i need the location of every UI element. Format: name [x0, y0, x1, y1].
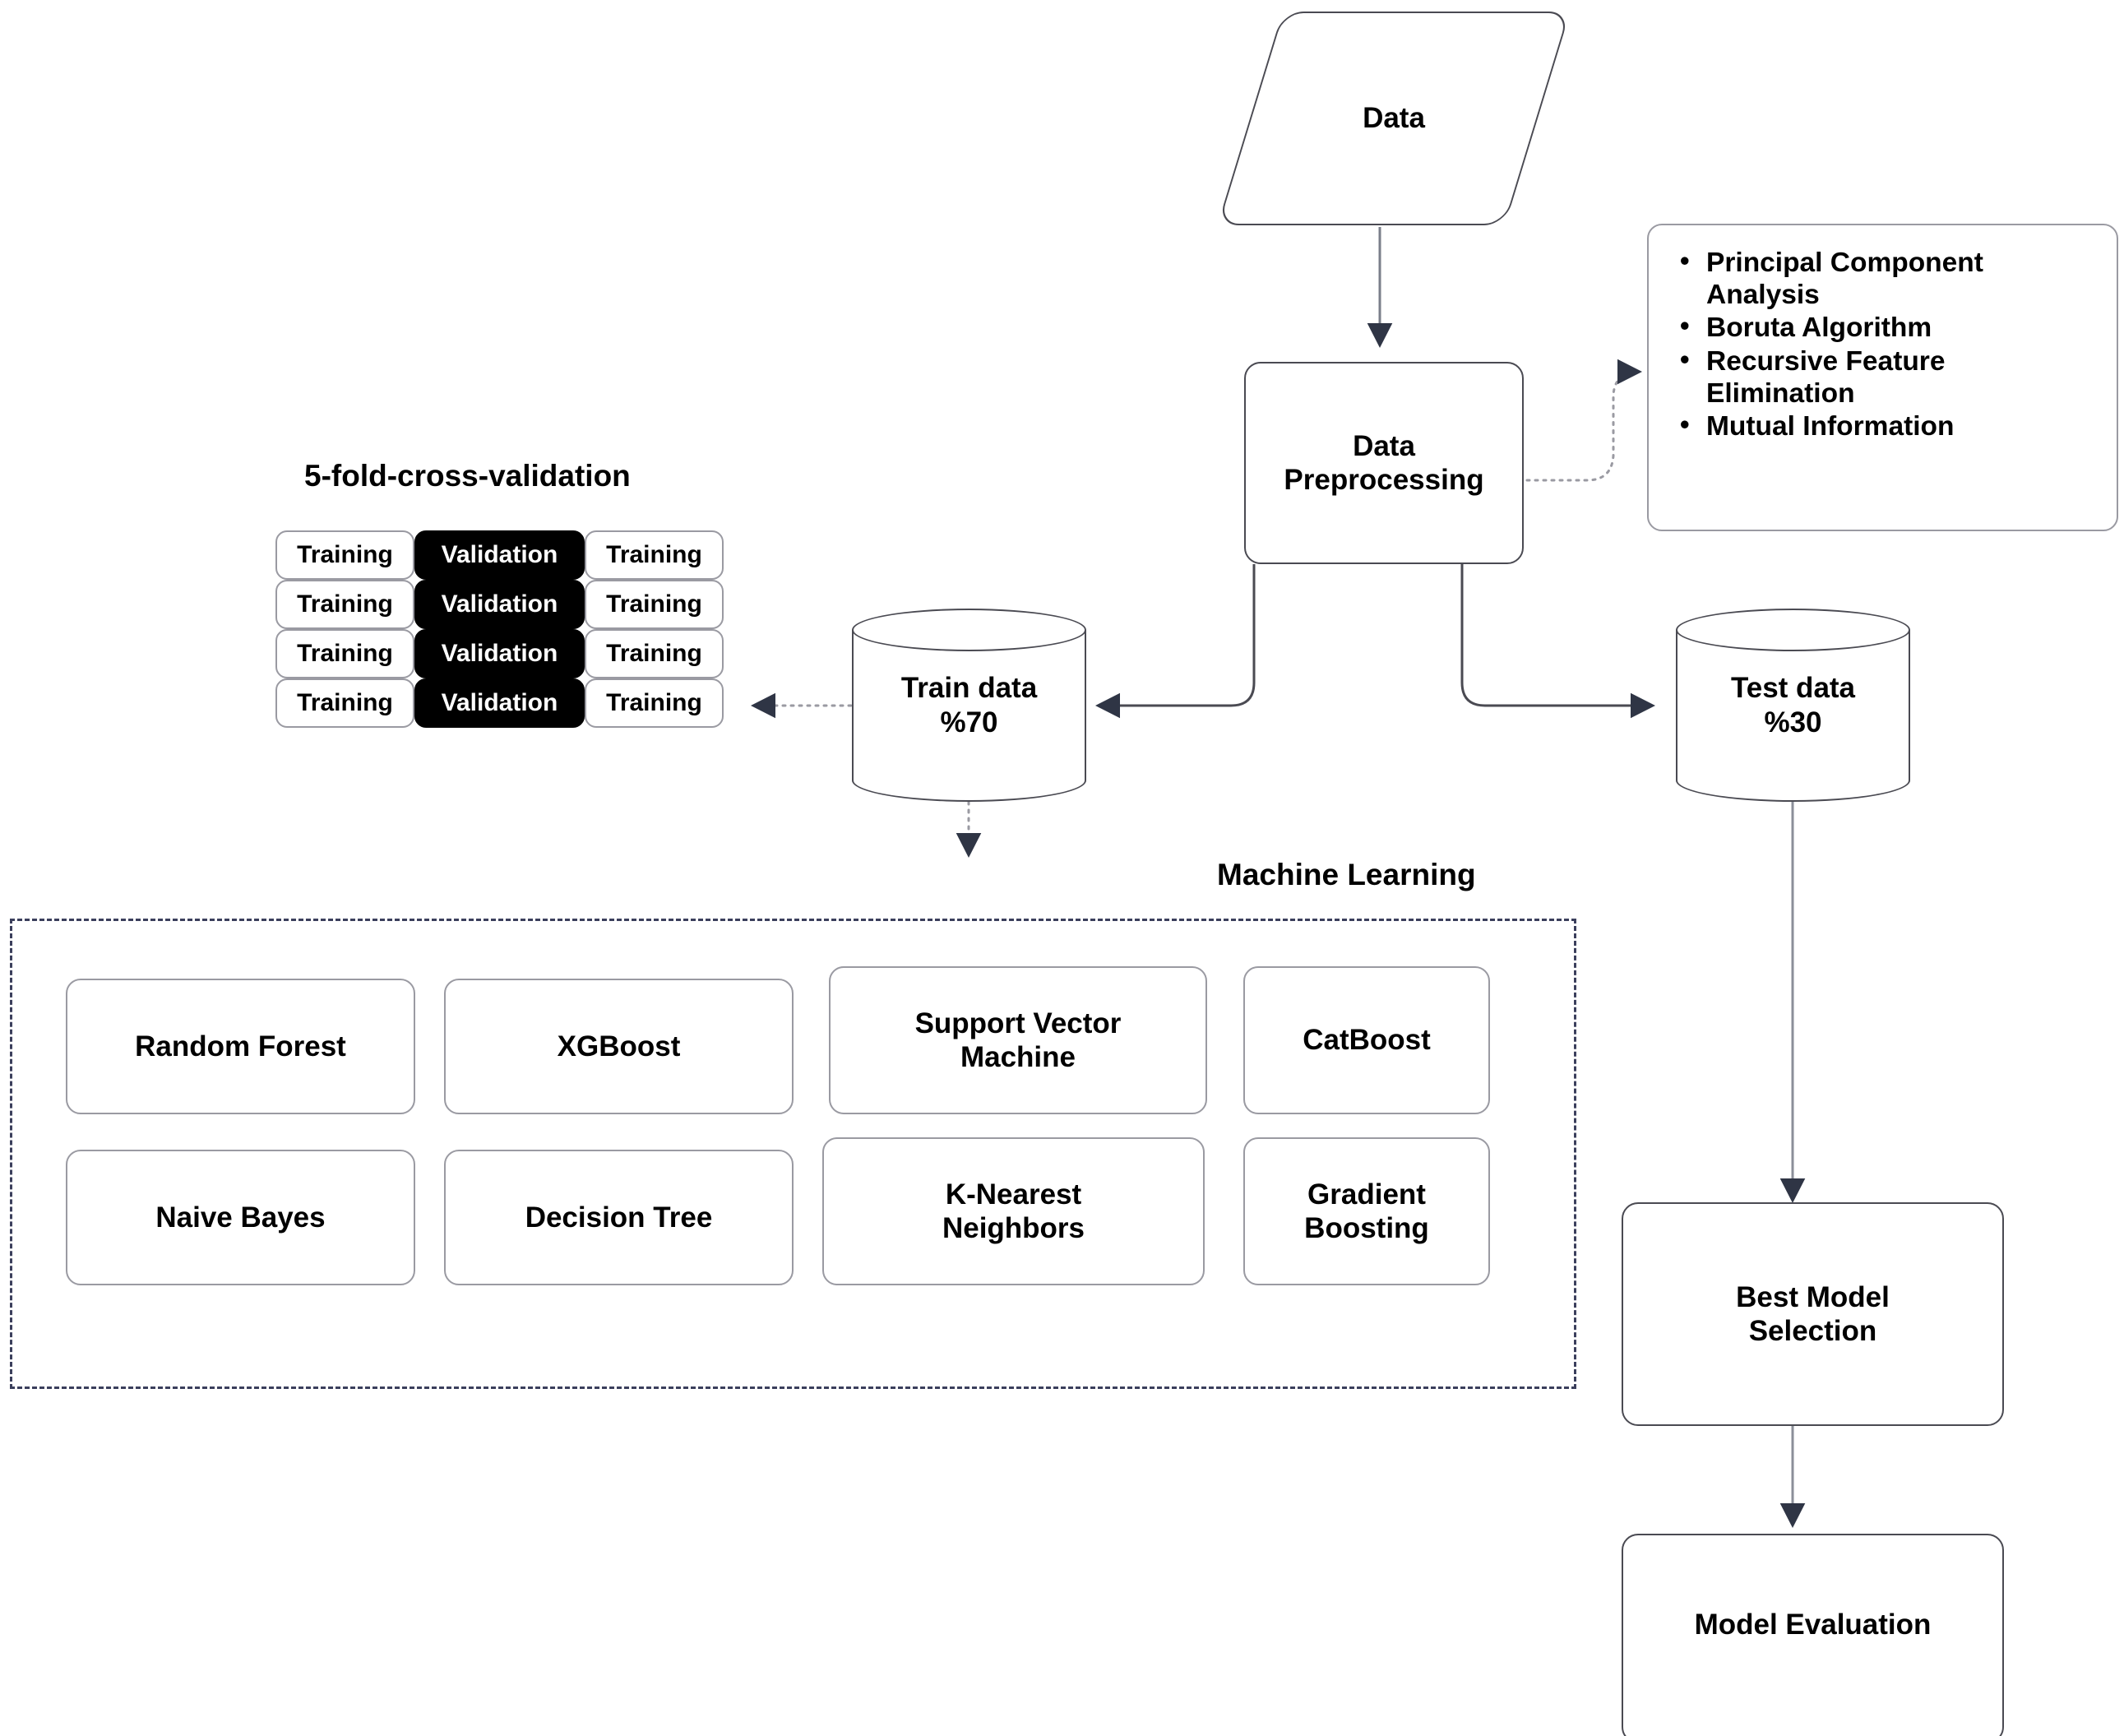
node-test-data[interactable]: Test data %30 — [1676, 609, 1910, 802]
machine-learning-title: Machine Learning — [1217, 858, 1476, 891]
feature-selection-item[interactable]: Recursive Feature Elimination — [1673, 344, 2094, 410]
cross-validation-title: 5-fold-cross-validation — [304, 459, 631, 493]
cv-cell-validation[interactable]: Validation — [414, 580, 585, 629]
edge-preprocessing-to-feature-selection — [1517, 359, 1642, 482]
best-model-line2: Selection — [1748, 1315, 1877, 1347]
ml-model-naive-bayes[interactable]: Naive Bayes — [66, 1150, 415, 1285]
best-model-line1: Best Model — [1736, 1280, 1890, 1313]
cross-validation-row: Training Validation Training — [275, 678, 724, 728]
cv-cell-training[interactable]: Training — [585, 678, 724, 728]
test-data-line1: Test data — [1730, 671, 1856, 704]
train-data-cylinder-body — [852, 630, 1086, 780]
node-data-preprocessing-line2: Preprocessing — [1284, 464, 1484, 496]
ml-model-label: Naive Bayes — [155, 1201, 326, 1234]
ml-model-decision-tree[interactable]: Decision Tree — [444, 1150, 794, 1285]
ml-model-label: Boosting — [1304, 1212, 1429, 1244]
cross-validation-row: Training Validation Training — [275, 580, 724, 629]
model-evaluation-label: Model Evaluation — [1694, 1609, 1932, 1641]
cv-cell-validation[interactable]: Validation — [414, 530, 585, 580]
cv-cell-training[interactable]: Training — [275, 580, 414, 629]
node-model-evaluation[interactable]: Model Evaluation — [1622, 1534, 2004, 1736]
ml-model-label: Decision Tree — [525, 1201, 713, 1234]
node-data-preprocessing-line1: Data — [1353, 429, 1415, 462]
machine-learning-container — [10, 919, 1576, 1389]
node-test-data-label: Test data %30 — [1676, 609, 1910, 802]
node-data-preprocessing[interactable]: Data Preprocessing — [1244, 362, 1524, 564]
node-train-data-label: Train data %70 — [852, 609, 1086, 802]
cross-validation-grid: Training Validation Training Training Va… — [275, 530, 724, 728]
ml-model-catboost[interactable]: CatBoost — [1243, 966, 1490, 1114]
cv-cell-training[interactable]: Training — [275, 678, 414, 728]
cv-cell-validation[interactable]: Validation — [414, 629, 585, 678]
ml-model-random-forest[interactable]: Random Forest — [66, 979, 415, 1114]
cv-cell-training[interactable]: Training — [585, 530, 724, 580]
feature-selection-box[interactable]: Principal Component Analysis Boruta Algo… — [1647, 224, 2118, 531]
train-data-cylinder-top — [852, 609, 1086, 651]
test-data-line2: %30 — [1764, 706, 1822, 738]
node-data-label: Data — [1363, 102, 1425, 134]
edge-preprocessing-to-train-data — [1095, 564, 1256, 719]
ml-model-label: K-Nearest — [945, 1178, 1082, 1211]
ml-model-gradient-boosting[interactable]: Gradient Boosting — [1243, 1137, 1490, 1285]
node-train-data[interactable]: Train data %70 — [852, 609, 1086, 802]
node-data[interactable]: Data — [1217, 12, 1571, 225]
ml-model-label: Gradient — [1307, 1178, 1426, 1211]
ml-model-label: Support Vector — [914, 1007, 1122, 1039]
ml-model-label: Machine — [960, 1041, 1076, 1073]
node-best-model-selection[interactable]: Best Model Selection — [1622, 1202, 2004, 1426]
ml-model-support-vector-machine[interactable]: Support Vector Machine — [829, 966, 1207, 1114]
cross-validation-row: Training Validation Training — [275, 629, 724, 678]
feature-selection-item[interactable]: Boruta Algorithm — [1673, 310, 2094, 344]
ml-model-label: Neighbors — [942, 1212, 1085, 1244]
feature-selection-list: Principal Component Analysis Boruta Algo… — [1673, 245, 2094, 442]
feature-selection-item[interactable]: Mutual Information — [1673, 409, 2094, 442]
feature-selection-item[interactable]: Principal Component Analysis — [1673, 245, 2094, 311]
cross-validation-row: Training Validation Training — [275, 530, 724, 580]
ml-model-k-nearest-neighbors[interactable]: K-Nearest Neighbors — [822, 1137, 1205, 1285]
cv-cell-training[interactable]: Training — [275, 629, 414, 678]
ml-model-label: Random Forest — [135, 1030, 346, 1062]
ml-model-label: XGBoost — [557, 1030, 681, 1062]
train-data-line2: %70 — [940, 706, 998, 738]
train-data-line1: Train data — [900, 671, 1038, 704]
cv-cell-validation[interactable]: Validation — [414, 678, 585, 728]
edge-preprocessing-to-test-data — [1460, 564, 1655, 719]
ml-model-xgboost[interactable]: XGBoost — [444, 979, 794, 1114]
cv-cell-training[interactable]: Training — [585, 580, 724, 629]
cv-cell-training[interactable]: Training — [275, 530, 414, 580]
test-data-cylinder-top — [1676, 609, 1910, 651]
cv-cell-training[interactable]: Training — [585, 629, 724, 678]
test-data-cylinder-body — [1676, 630, 1910, 780]
ml-model-label: CatBoost — [1303, 1024, 1431, 1057]
